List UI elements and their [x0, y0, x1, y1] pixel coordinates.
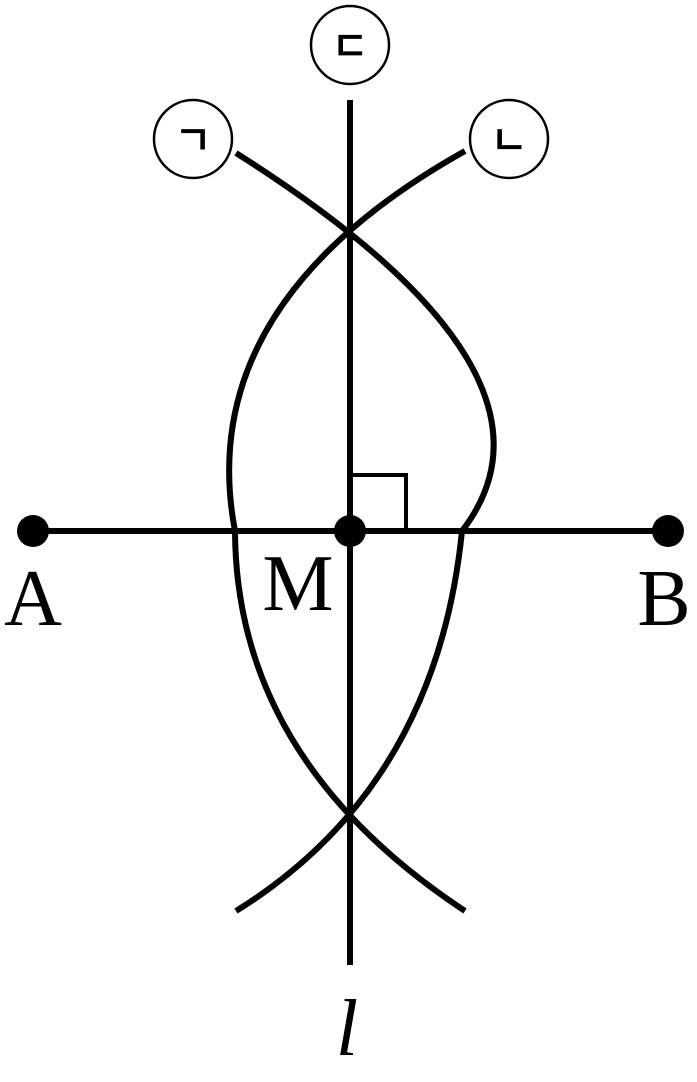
label-line-l: l: [336, 985, 358, 1073]
step-marker-second: ㄴ: [468, 98, 550, 180]
arc-from-b: [226, 148, 467, 914]
point-m: [334, 515, 366, 547]
point-a: [17, 515, 49, 547]
step-marker-second-text: ㄴ: [491, 118, 528, 164]
point-b: [652, 515, 684, 547]
right-angle-mark: [352, 473, 408, 529]
step-marker-third-text: ㄷ: [332, 24, 369, 70]
step-marker-third: ㄷ: [309, 4, 391, 86]
step-marker-first: ㄱ: [152, 98, 234, 180]
label-b: B: [637, 555, 690, 643]
label-m: M: [262, 540, 333, 628]
label-a: A: [4, 555, 62, 643]
step-marker-first-text: ㄱ: [175, 118, 212, 164]
